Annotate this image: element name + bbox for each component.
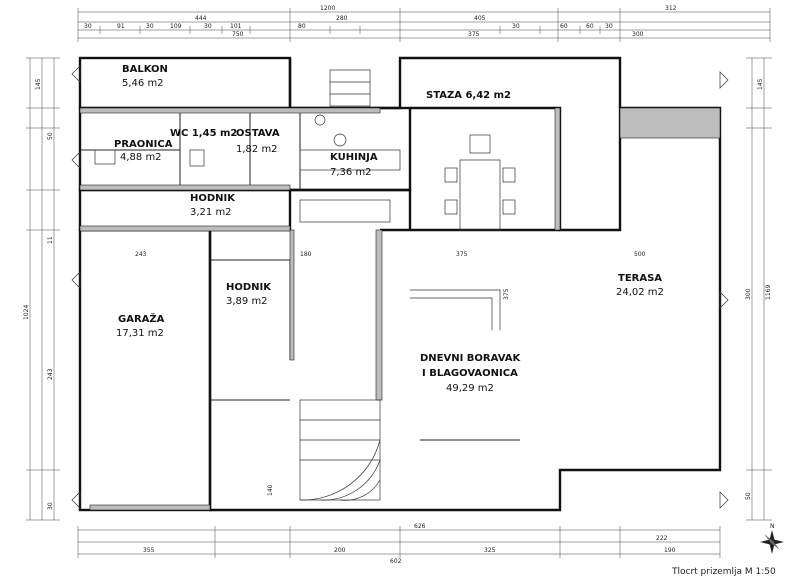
dim-top-3-i: 60 bbox=[560, 23, 568, 30]
scale-caption: Tlocrt prizemlja M 1:50 bbox=[671, 567, 776, 577]
room-hodnik-2-area: 3,89 m2 bbox=[226, 296, 268, 307]
top-dimension-chains: 1200 312 444 280 405 30 91 30 109 30 101… bbox=[77, 5, 771, 42]
room-praonica-name: PRAONICA bbox=[114, 139, 173, 150]
dim-top-2-c: 405 bbox=[474, 15, 486, 22]
hatched-walls bbox=[79, 107, 721, 511]
staircase bbox=[299, 399, 381, 501]
dim-bottom-1-a: 626 bbox=[414, 523, 426, 530]
dim-top-4-c: 300 bbox=[632, 31, 644, 38]
dim-bottom-2-a: 355 bbox=[143, 547, 155, 554]
bottom-dimension-chains: 626 222 355 200 325 190 602 bbox=[77, 523, 721, 565]
balcony-stair bbox=[329, 69, 371, 107]
room-staza-name: STAZA 6,42 m2 bbox=[426, 90, 511, 101]
room-terasa-name: TERASA bbox=[618, 273, 662, 284]
dim-top-3-j: 60 bbox=[586, 23, 594, 30]
dim-top-3-c: 30 bbox=[146, 23, 154, 30]
dim-bottom-2-d: 190 bbox=[664, 547, 676, 554]
dim-right-d: 50 bbox=[745, 492, 752, 500]
north-label: N bbox=[770, 523, 775, 530]
room-garaza-name: GARAŽA bbox=[118, 312, 165, 325]
dim-top-3-d: 109 bbox=[170, 23, 182, 30]
room-dnevni-name-2: I BLAGOVAONICA bbox=[422, 368, 518, 379]
left-dimension-chains: 145 50 1024 243 11 30 bbox=[23, 57, 60, 521]
dim-top-3-e: 30 bbox=[204, 23, 212, 30]
dim-left-d: 243 bbox=[47, 368, 54, 380]
dim-top-1-b: 312 bbox=[665, 5, 677, 12]
room-garaza-area: 17,31 m2 bbox=[116, 328, 164, 339]
room-kuhinja-area: 7,36 m2 bbox=[330, 167, 372, 178]
bathroom-fixtures bbox=[94, 114, 326, 167]
dim-left-b: 50 bbox=[47, 132, 54, 140]
room-wc-name: WC 1,45 m2 bbox=[170, 128, 237, 139]
room-kuhinja-name: KUHINJA bbox=[330, 152, 378, 163]
sofa bbox=[410, 289, 501, 330]
dim-top-2-a: 444 bbox=[195, 15, 207, 22]
room-hodnik-1-area: 3,21 m2 bbox=[190, 207, 232, 218]
dim-top-4-b: 375 bbox=[468, 31, 480, 38]
dining-table bbox=[444, 134, 516, 231]
dim-top-3-k: 30 bbox=[605, 23, 613, 30]
dim-bottom-2-b: 200 bbox=[334, 547, 346, 554]
dim-bottom-2-c: 325 bbox=[484, 547, 496, 554]
dim-top-1-a: 1200 bbox=[320, 5, 335, 12]
dim-inner-c: 243 bbox=[135, 251, 147, 258]
right-dimension-chains: 145 1169 300 50 bbox=[745, 57, 772, 521]
dim-inner-e: 140 bbox=[267, 484, 274, 496]
dim-top-4-a: 750 bbox=[232, 31, 244, 38]
room-hodnik-2-name: HODNIK bbox=[226, 282, 272, 293]
dim-top-2-b: 280 bbox=[336, 15, 348, 22]
dim-right-a: 145 bbox=[757, 78, 764, 90]
kitchen-fixtures bbox=[299, 133, 401, 223]
room-ostava-area: 1,82 m2 bbox=[236, 144, 278, 155]
dim-top-3-a: 30 bbox=[84, 23, 92, 30]
dim-left-e: 11 bbox=[47, 236, 54, 244]
dim-left-f: 30 bbox=[47, 502, 54, 510]
dim-right-b: 1169 bbox=[765, 285, 772, 300]
room-praonica-area: 4,88 m2 bbox=[120, 152, 162, 163]
room-balkon-name: BALKON bbox=[122, 64, 168, 75]
dim-left-a: 145 bbox=[35, 78, 42, 90]
dim-bottom-1-b: 222 bbox=[656, 535, 668, 542]
dim-right-c: 300 bbox=[745, 288, 752, 300]
inner-dimensions: 500 375 243 180 140 375 bbox=[135, 251, 646, 496]
room-dnevni-name: DNEVNI BORAVAK bbox=[420, 353, 521, 364]
room-hodnik-1-name: HODNIK bbox=[190, 193, 236, 204]
dim-top-3-h: 30 bbox=[512, 23, 520, 30]
dim-inner-f: 375 bbox=[503, 288, 510, 300]
dim-top-3-f: 101 bbox=[230, 23, 242, 30]
dim-inner-b: 375 bbox=[456, 251, 468, 258]
room-ostava-name: OSTAVA bbox=[236, 128, 280, 139]
dim-top-3-g: 80 bbox=[298, 23, 306, 30]
north-arrow-icon: N bbox=[760, 523, 784, 554]
dim-inner-a: 500 bbox=[634, 251, 646, 258]
dim-top-3-b: 91 bbox=[117, 23, 125, 30]
room-labels: BALKON 5,46 m2 PRAONICA 4,88 m2 WC 1,45 … bbox=[114, 64, 664, 394]
dim-left-c: 1024 bbox=[23, 305, 30, 320]
room-balkon-area: 5,46 m2 bbox=[122, 78, 164, 89]
room-dnevni-area: 49,29 m2 bbox=[446, 383, 494, 394]
dim-inner-d: 180 bbox=[300, 251, 312, 258]
room-terasa-area: 24,02 m2 bbox=[616, 287, 664, 298]
dim-bottom-3-a: 602 bbox=[390, 558, 402, 565]
section-markers bbox=[71, 65, 729, 509]
